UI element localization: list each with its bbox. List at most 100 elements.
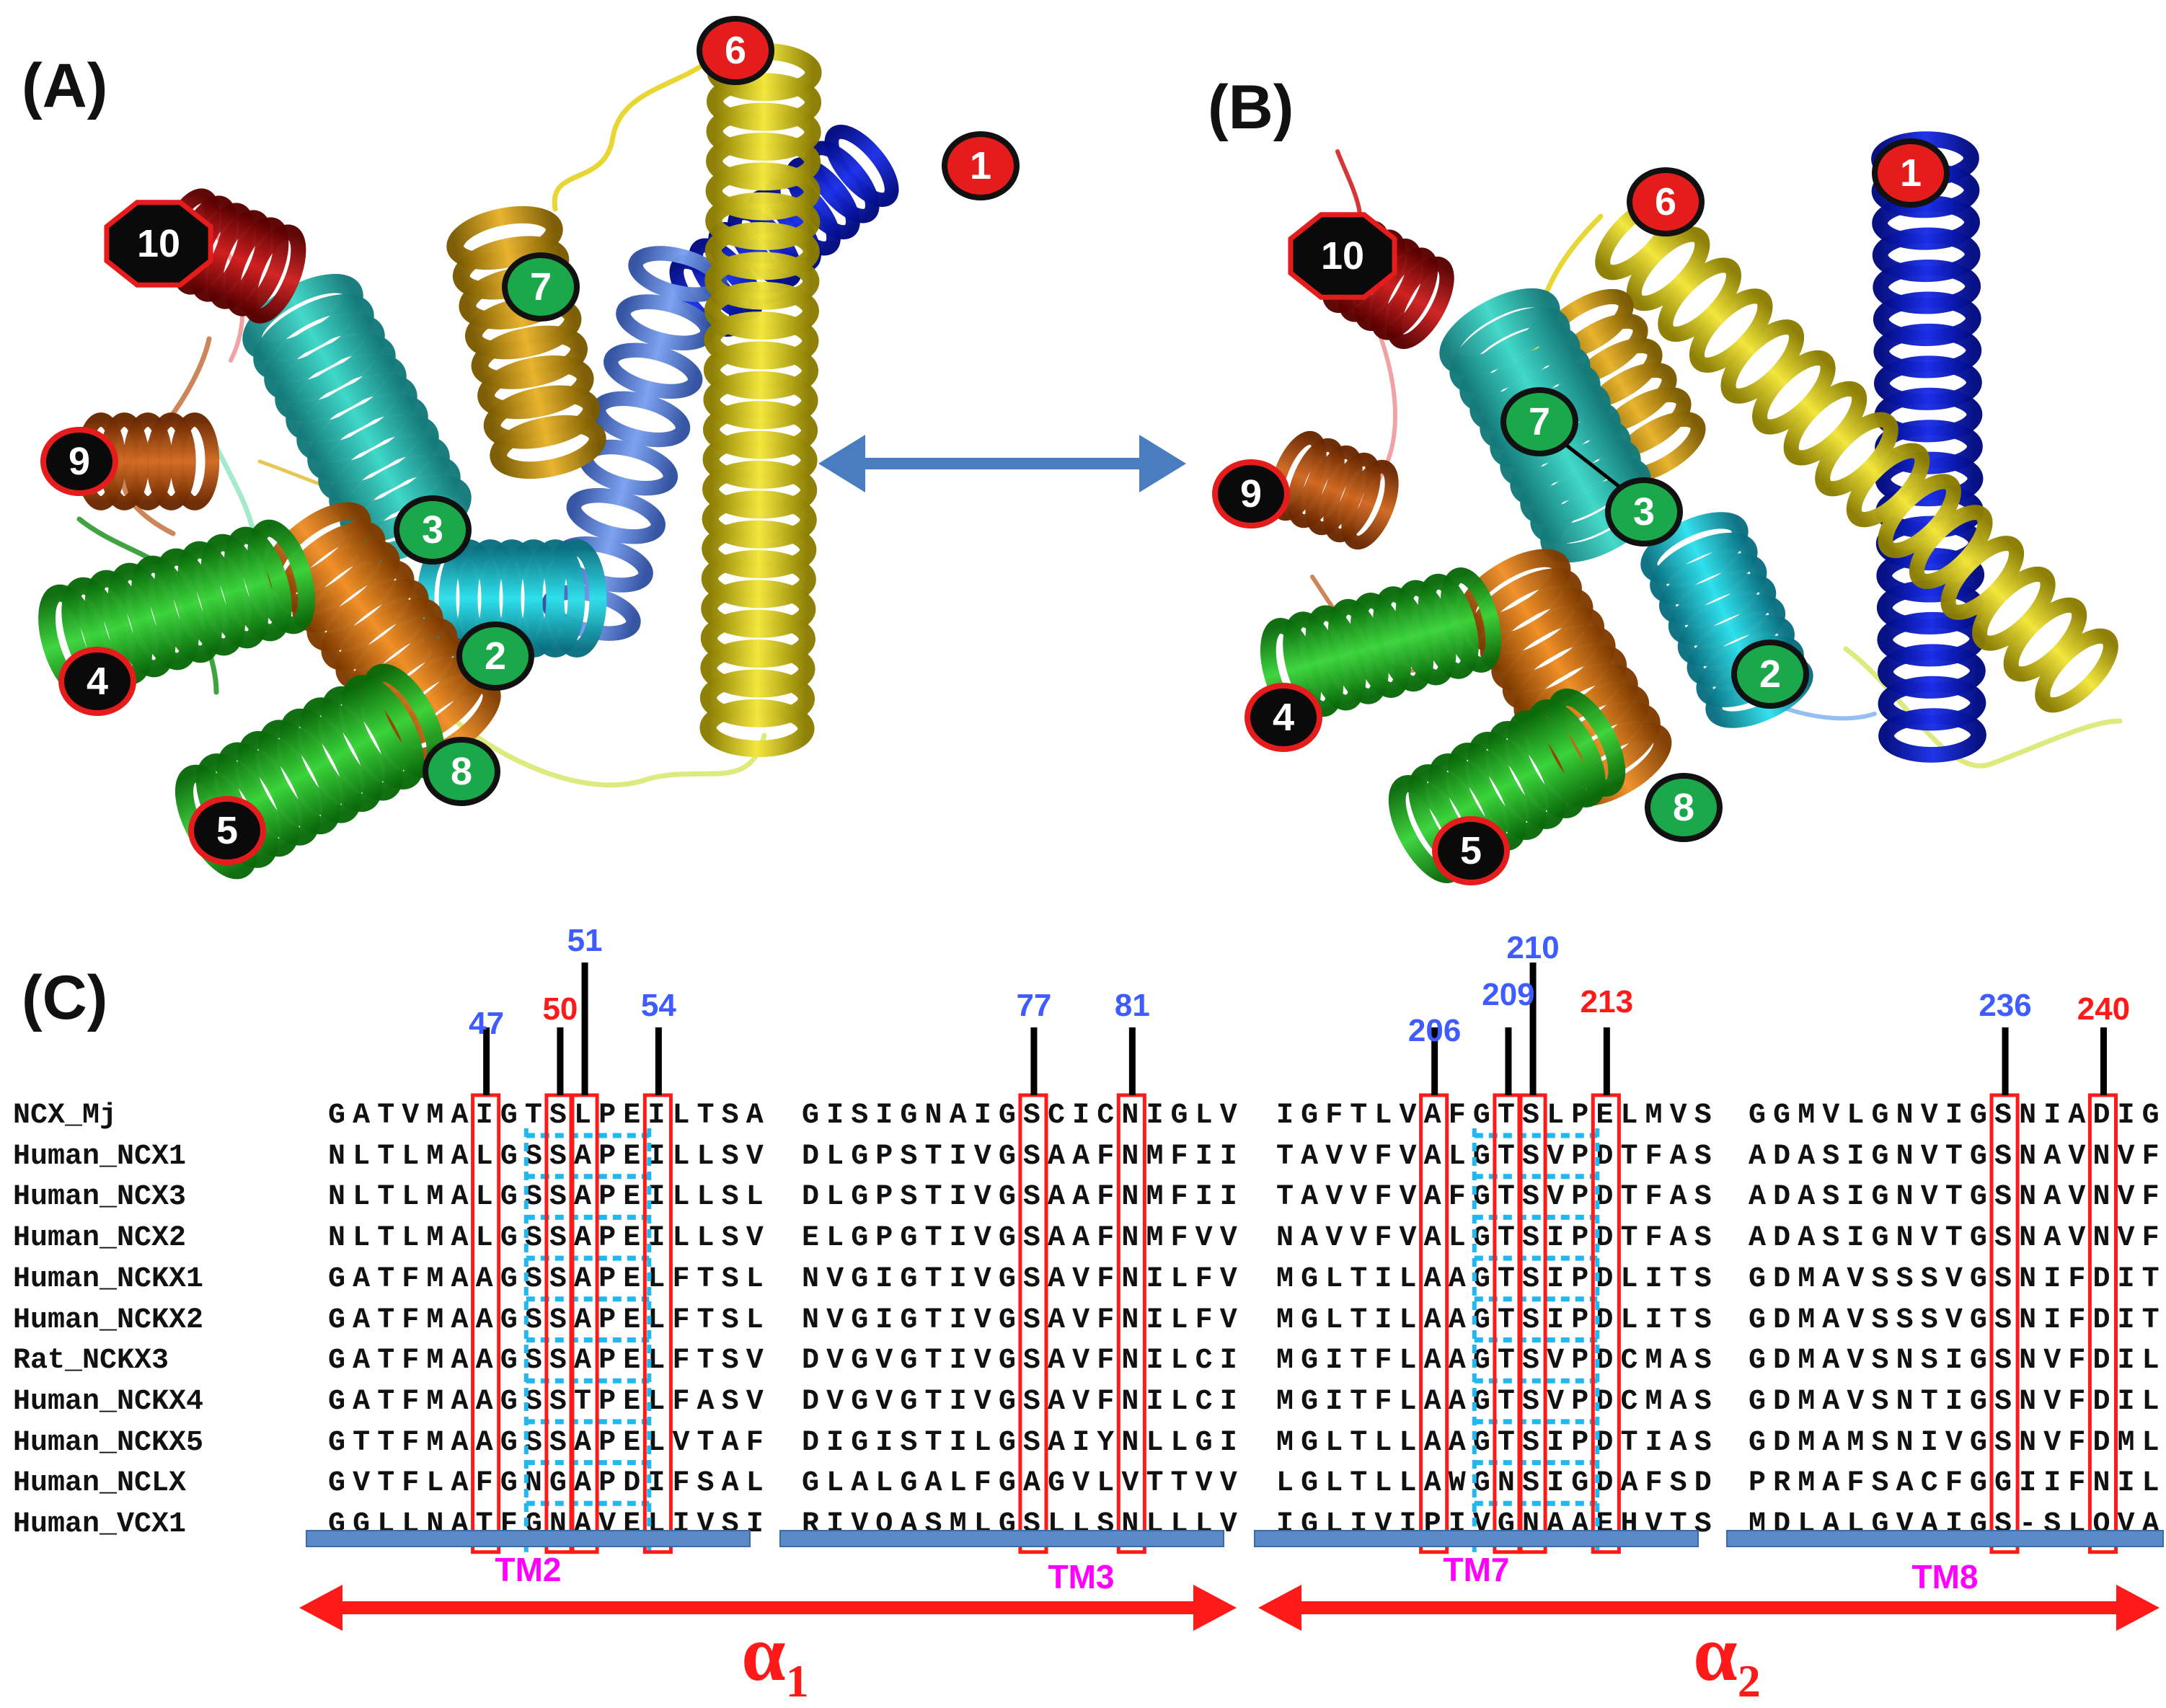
badge-label: 9 [1240, 472, 1262, 516]
loop-8-6b [444, 711, 767, 788]
sequence-row: DIGISTILGSAIYNLLGI [802, 1426, 1245, 1459]
tm-label: TM2 [495, 1551, 562, 1588]
badge-label: 1 [1900, 151, 1922, 195]
sequence-row: IGLIVIPIVGNAAEHVTS [1276, 1508, 1719, 1541]
sequence-row: NVGIGTIVGSAVFNILFV [802, 1262, 1245, 1296]
sequence-row: GDMAMSNIVGSNVFDMLC [1749, 1426, 2166, 1459]
sequence-row: GISIGNAIGSCICNIGLV [802, 1099, 1245, 1132]
sequence-row: MGLTILAAGTSIPDLITS [1276, 1304, 1719, 1337]
sequence-name: Rat_NCKX3 [13, 1345, 169, 1378]
sequence-name: Human_NCX1 [13, 1140, 187, 1173]
position-number: 81 [1114, 988, 1150, 1023]
position-number: 206 [1407, 1013, 1462, 1048]
sequence-row: GATFMAAGSSTPELFASV [328, 1385, 771, 1418]
badge-b-5: 5 [1432, 816, 1510, 885]
panel-label-b: (B) [1208, 73, 1294, 142]
position-number: 47 [469, 1006, 505, 1041]
badge-a-8: 8 [423, 737, 500, 806]
badge-b-2: 2 [1731, 640, 1809, 709]
sequence-row: GDMAVSSSVGSNIFDITV [1749, 1262, 2166, 1296]
sequence-row: RIVQASMLGSLLSNLLLV [802, 1508, 1245, 1541]
sequence-row: NLTLMALGSSAPEILLSL [328, 1181, 771, 1214]
sequence-row: GGMVLGNVIGSNIADIGG [1749, 1099, 2166, 1132]
sequence-row: DVGVGTIVGSAVFNILCI [802, 1345, 1245, 1378]
sequence-row: DVGVGTIVGSAVFNILCI [802, 1385, 1245, 1418]
sequence-row: PRMAFSACFGGIIFNILV [1749, 1467, 2166, 1500]
position-number: 50 [542, 991, 578, 1027]
position-number: 209 [1482, 977, 1535, 1012]
position-number: 213 [1580, 984, 1634, 1019]
sequence-name: Human_NCLX [13, 1467, 187, 1500]
sequence-name: Human_NCX2 [13, 1222, 187, 1255]
structure-b: 1 2 3 4 5 6 7 8 9 10 [1212, 131, 2123, 885]
alpha1-label: α1 [741, 1608, 808, 1708]
badge-b-7: 7 [1500, 387, 1578, 456]
badge-label: 5 [1460, 829, 1482, 872]
badge-a-7: 7 [502, 252, 580, 322]
badge-b-1: 1 [1872, 138, 1950, 208]
sequence-row: NVGIGTIVGSAVFNILFV [802, 1304, 1245, 1337]
sequence-row: ADASIGNVTGSNAVNVFL [1749, 1140, 2166, 1173]
position-number: 240 [2077, 991, 2131, 1027]
badge-label: 1 [970, 144, 991, 187]
panel-label-a: (A) [22, 51, 108, 120]
badge-b-4: 4 [1245, 683, 1322, 752]
tm-label: TM8 [1911, 1558, 1979, 1596]
sequence-row: GVTFLAFGNGAPDIFSAL [328, 1467, 771, 1500]
badge-label: 7 [1529, 400, 1550, 443]
position-number: 54 [640, 988, 676, 1023]
sequence-row: GLALGALFGAGVLVTTVV [802, 1467, 1245, 1500]
badge-b-3: 3 [1605, 477, 1683, 547]
badge-b-6: 6 [1627, 167, 1705, 236]
sequence-row: GATVMAIGTSLPEILTSA [328, 1099, 771, 1132]
badge-a-3: 3 [394, 495, 472, 565]
sequence-name: Human_NCX3 [13, 1181, 187, 1214]
double-arrow [818, 435, 1186, 492]
badge-label: 3 [1633, 490, 1655, 534]
badge-a-10: 10 [104, 200, 213, 288]
sequence-name: Human_NCKX4 [13, 1385, 204, 1418]
sequence-row: GDMAVSSSVGSNIFDITV [1749, 1304, 2166, 1337]
badge-a-2: 2 [456, 621, 534, 691]
helix-a-7 [446, 206, 606, 479]
panel-label-c: (C) [22, 963, 108, 1032]
sequence-row: GDMAVSNSIGSNVFDILI [1749, 1345, 2166, 1378]
badge-label: 2 [1759, 652, 1781, 696]
badge-label: 4 [1273, 696, 1294, 739]
badge-label: 4 [87, 660, 108, 703]
position-number: 51 [567, 923, 603, 958]
badge-a-9: 9 [40, 427, 118, 496]
position-number: 210 [1506, 930, 1560, 965]
badge-label: 8 [1673, 786, 1694, 829]
sequence-row: GGLLNATFGNAVELIVSI [328, 1508, 771, 1541]
badge-a-5: 5 [188, 796, 266, 865]
badge-label: 10 [1321, 234, 1364, 278]
badge-b-8: 8 [1645, 773, 1723, 842]
badge-a-4: 4 [58, 647, 136, 716]
badge-b-10: 10 [1288, 212, 1397, 300]
sequence-row: MGLTLLAAGTSIPDTIAS [1276, 1426, 1719, 1459]
sequence-row: GATFMAAGSSAPELFTSL [328, 1304, 771, 1337]
helix-b-6 [1595, 195, 2118, 713]
sequence-row: ELGPGTIVGSAAFNMFVV [802, 1222, 1245, 1255]
sequence-row: NLTLMALGSSAPEILLSV [328, 1222, 771, 1255]
badge-label: 6 [1655, 180, 1676, 224]
sequence-name: Human_NCKX5 [13, 1426, 204, 1459]
badge-b-9: 9 [1212, 459, 1290, 528]
badge-label: 6 [725, 29, 746, 72]
badge-label: 5 [216, 809, 238, 852]
sequence-row: DLGPSTIVGSAAFNMFII [802, 1140, 1245, 1173]
sequence-row: NLTLMALGSSAPEILLSV [328, 1140, 771, 1173]
alpha2-label-subscript: 2 [1737, 1655, 1761, 1707]
structures-svg: 1 2 3 4 5 6 7 8 9 10 1 2 3 4 5 6 7 8 9 10 [38, 16, 2123, 885]
alpha1-label-subscript: 1 [785, 1655, 809, 1707]
badge-label: 3 [422, 508, 443, 552]
sequence-row: NAVVFVALGTSIPDTFAS [1276, 1222, 1719, 1255]
badge-label: 10 [137, 222, 180, 265]
sequence-row: LGLTLLAWGNSIGDAFSD [1276, 1467, 1719, 1500]
sequence-row: TAVVFVAFGTSVPDTFAS [1276, 1181, 1719, 1214]
sequence-row: MGITFLAAGTSVPDCMAS [1276, 1385, 1719, 1418]
sequence-row: GATFMAAGSSAPELFTSL [328, 1262, 771, 1296]
sequence-name: Human_VCX1 [13, 1508, 187, 1541]
